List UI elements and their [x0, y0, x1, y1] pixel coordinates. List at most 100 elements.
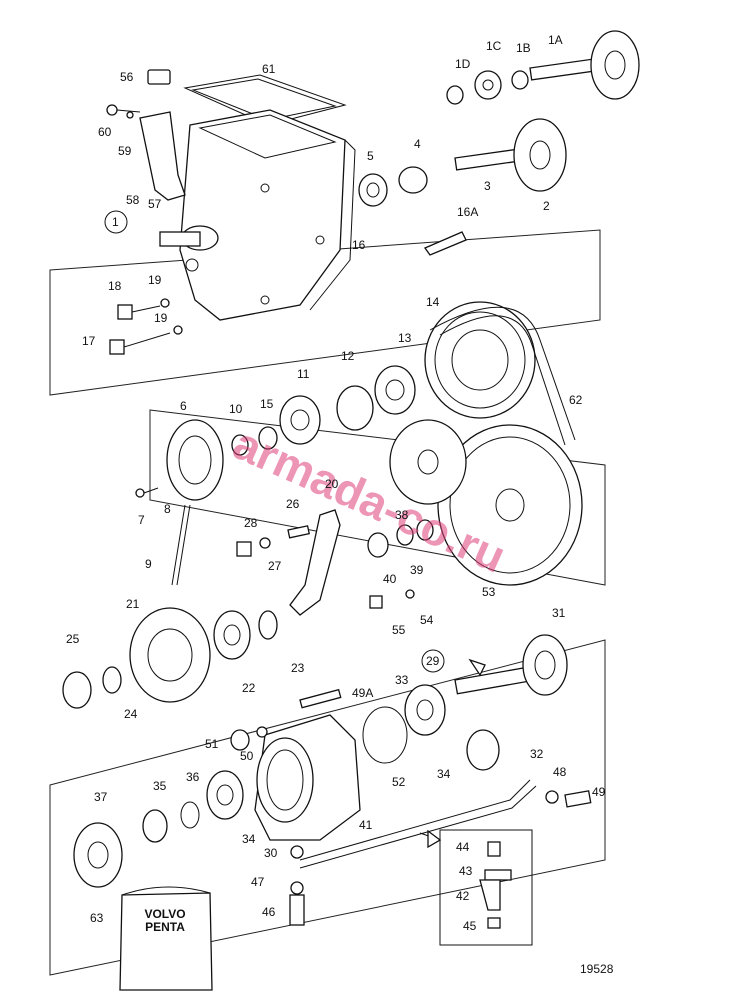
- callout-39: 39: [410, 563, 424, 577]
- callout-49: 49: [592, 785, 606, 799]
- callout-23: 23: [291, 661, 305, 675]
- o-ring-53: [362, 706, 408, 764]
- callout-1B: 1B: [516, 41, 531, 55]
- o-ring-38: [180, 801, 200, 829]
- nut-28: [236, 541, 252, 557]
- plate-upper: [49, 229, 601, 396]
- washer-27: [259, 537, 271, 549]
- callout-49A: 49A: [352, 686, 373, 700]
- washer-48b: [290, 881, 304, 895]
- callout-38: 38: [395, 508, 409, 522]
- callout-20: 20: [325, 477, 339, 491]
- nut-52: [230, 729, 250, 751]
- circlip-24: [102, 666, 122, 694]
- rod-9: [171, 504, 186, 586]
- timing-gear-housing: [159, 109, 356, 321]
- callout-52: 52: [392, 775, 406, 789]
- impeller-2: [513, 118, 567, 192]
- callout-42: 42: [456, 889, 470, 903]
- seal-32: [466, 729, 500, 771]
- callout-44: 44: [456, 840, 470, 854]
- callout-14: 14: [426, 295, 440, 309]
- callout-12: 12: [341, 349, 355, 363]
- pipe-42: [299, 779, 531, 861]
- nut-41: [367, 532, 389, 558]
- fan-assembly-top: [446, 30, 640, 105]
- washer-51: [256, 726, 268, 738]
- callout-19: 19: [148, 273, 162, 287]
- washer-55: [405, 589, 415, 599]
- callout-50: 50: [240, 749, 254, 763]
- callout-15: 15: [260, 397, 274, 411]
- callout-62: 62: [569, 393, 583, 407]
- washer-49: [545, 790, 559, 804]
- callout-17: 17: [82, 334, 96, 348]
- callout-63: 63: [90, 911, 104, 925]
- cover-37: [73, 822, 123, 888]
- callout-11: 11: [297, 367, 310, 381]
- washer-48a: [290, 845, 304, 859]
- bolt-61: [106, 104, 118, 116]
- callout-54: 54: [420, 613, 434, 627]
- callout-24: 24: [124, 707, 138, 721]
- callout-26: 26: [286, 497, 300, 511]
- washer-19a: [160, 298, 170, 308]
- bearing-13: [374, 365, 416, 415]
- detail-inset-box: [439, 829, 533, 946]
- pulley-14: [424, 301, 536, 419]
- callout-1: 1: [112, 215, 119, 229]
- hub-behind: [389, 419, 467, 505]
- callout-22: 22: [242, 681, 256, 695]
- bolt-17-head: [109, 339, 125, 355]
- callout-57: 57: [148, 197, 162, 211]
- volvo-penta-box-64: VOLVO PENTA: [119, 886, 213, 991]
- part-1D: [446, 85, 464, 105]
- callout-21: 21: [126, 597, 140, 611]
- gear-31: [522, 634, 568, 696]
- bracket-59: [139, 111, 186, 201]
- circlip-23: [258, 610, 278, 640]
- seal-35: [142, 809, 168, 843]
- pulley-54: [437, 424, 583, 586]
- bolt-45: [487, 841, 501, 857]
- gasket-62: [183, 74, 347, 126]
- callout-53: 53: [482, 585, 496, 599]
- bolt-56: [369, 595, 383, 609]
- callout-5: 5: [367, 149, 374, 163]
- callout-6: 6: [180, 399, 187, 413]
- callout-46: 46: [262, 905, 276, 919]
- clamp-44: [484, 869, 512, 881]
- washer-60: [126, 111, 134, 119]
- nut-46: [487, 917, 501, 929]
- bearing-34: [206, 770, 244, 820]
- callout-25: 25: [66, 632, 80, 646]
- callout-40: 40: [383, 572, 397, 586]
- bearing-5: [358, 173, 388, 207]
- bearing-22: [213, 610, 251, 660]
- callout-10: 10: [229, 402, 243, 416]
- banjo-bolt-47: [289, 894, 305, 926]
- callout-9: 9: [145, 557, 152, 571]
- callout-61: 61: [262, 62, 276, 76]
- bolt-7: [135, 488, 145, 498]
- plug-57: [147, 69, 171, 85]
- callout-3: 3: [484, 179, 491, 193]
- callout-34: 34: [437, 767, 451, 781]
- seal-4: [398, 166, 428, 194]
- impeller-1A: [590, 30, 640, 100]
- tensioner-arm-20: [289, 509, 341, 616]
- callout-7: 7: [138, 513, 145, 527]
- callout-59: 59: [118, 144, 132, 158]
- figure-number: 19528: [580, 962, 614, 976]
- washer-40: [396, 524, 414, 546]
- callout-28: 28: [244, 516, 258, 530]
- coupling-12: [336, 385, 374, 431]
- bracket-43: [479, 879, 501, 911]
- fan-assembly-lower: [358, 118, 567, 207]
- callout-2: 2: [543, 199, 550, 213]
- callout-16: 16: [352, 238, 366, 252]
- bearing-11: [279, 395, 321, 445]
- callout-19: 19: [154, 311, 168, 325]
- callout-55: 55: [392, 623, 406, 637]
